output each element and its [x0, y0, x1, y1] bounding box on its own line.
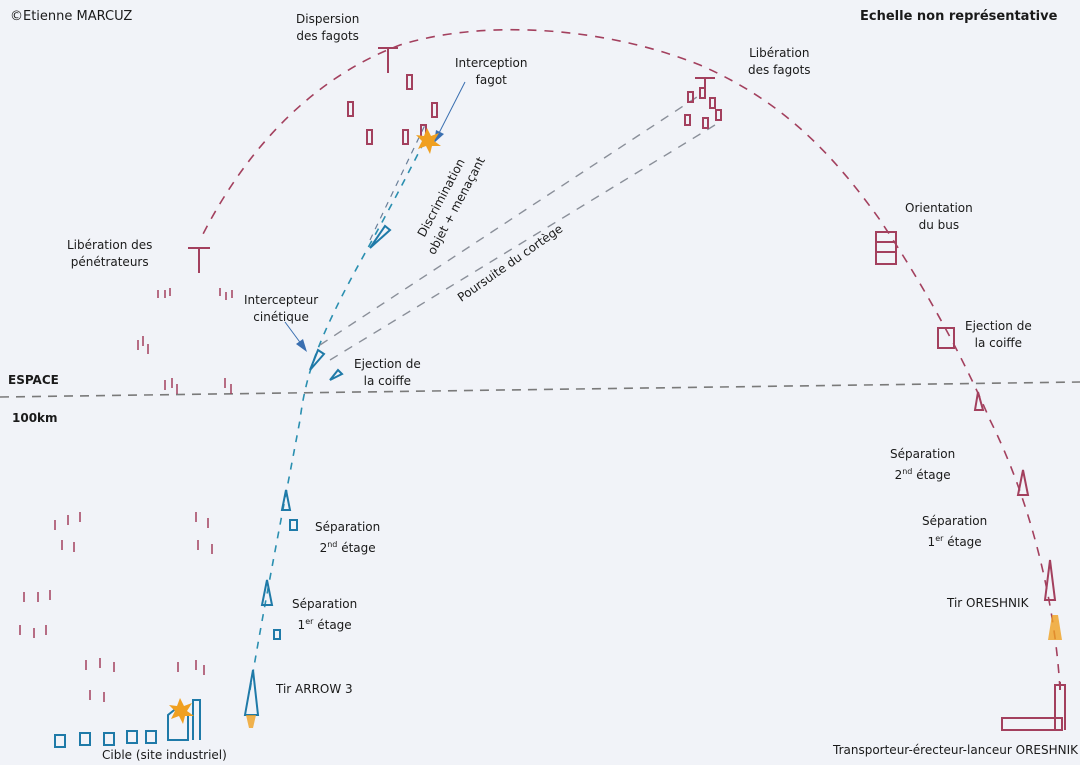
text: 1 — [297, 618, 306, 632]
scale-note: Echelle non représentative — [860, 9, 1058, 24]
text: étage — [317, 618, 352, 632]
text: cinétique — [253, 310, 309, 324]
tracking-line — [329, 124, 716, 361]
text: 2 — [319, 541, 328, 555]
text: er — [935, 534, 944, 543]
label-tir-arrow: Tir ARROW 3 — [276, 682, 353, 696]
space-boundary-line — [0, 381, 1080, 398]
copyright: ©Etienne MARCUZ — [10, 9, 133, 24]
altitude-label: 100km — [12, 411, 58, 425]
arrow3-trajectory — [249, 139, 426, 691]
interceptor-group — [54, 224, 392, 748]
tracking-line — [319, 94, 701, 346]
explosion-icon — [169, 128, 1062, 728]
text: er — [305, 617, 314, 626]
space-label: ESPACE — [8, 373, 59, 387]
text: nd — [327, 540, 338, 549]
text: la coiffe — [363, 374, 412, 388]
label-liberation-penetrateurs: Libération des pénétrateurs — [67, 237, 152, 271]
label-intercepteur: Intercepteur cinétique — [244, 292, 318, 326]
pointer-arrow — [437, 81, 466, 136]
text: Séparation — [315, 520, 381, 534]
text: étage — [947, 535, 982, 549]
text: Séparation — [292, 597, 358, 611]
label-ejection-blue: Ejection de la coiffe — [354, 356, 421, 390]
label-interception: Interception fagot — [455, 55, 528, 89]
text: Séparation — [890, 447, 956, 461]
warhead-group — [188, 47, 1066, 731]
oreshnik-trajectory — [199, 28, 1061, 691]
arrowhead-icon — [296, 339, 307, 352]
text: pénétrateurs — [70, 255, 149, 269]
text: Intercepteur — [244, 293, 319, 307]
text: Ejection de — [354, 357, 421, 371]
text: des fagots — [296, 29, 359, 43]
penetrator-group — [19, 288, 233, 702]
label-sep2-blue: Séparation 2nd étage — [315, 519, 380, 557]
label-sep1-red: Séparation 1er étage — [922, 513, 987, 551]
discrimination-line — [369, 124, 426, 241]
text: Libération — [749, 46, 810, 60]
text: Dispersion — [296, 12, 360, 26]
text: 1 — [927, 535, 936, 549]
label-orientation: Orientation du bus — [905, 200, 973, 234]
text: étage — [916, 468, 951, 482]
text: Ejection de — [965, 319, 1032, 333]
text: Orientation — [905, 201, 973, 215]
text: nd — [902, 467, 913, 476]
label-tel: Transporteur-érecteur-lanceur ORESHNIK — [833, 743, 1079, 757]
label-liberation-fagots: Libération des fagots — [748, 45, 811, 79]
text: des fagots — [748, 63, 811, 77]
label-ejection-red: Ejection de la coiffe — [965, 318, 1032, 352]
label-sep1-blue: Séparation 1er étage — [292, 596, 357, 634]
text: du bus — [918, 218, 960, 232]
text: Interception — [455, 56, 528, 70]
text: la coiffe — [974, 336, 1023, 350]
pointer-arrow — [284, 321, 303, 346]
text: 2 — [894, 468, 903, 482]
label-dispersion: Dispersion des fagots — [296, 11, 359, 45]
text: Libération des — [67, 238, 153, 252]
text: Séparation — [922, 514, 988, 528]
label-cible: Cible (site industriel) — [102, 748, 227, 762]
text: étage — [341, 541, 376, 555]
label-tir-oreshnik: Tir ORESHNIK — [947, 596, 1029, 610]
text: fagot — [475, 73, 507, 87]
arrowhead-icon — [434, 130, 444, 143]
label-sep2-red: Séparation 2nd étage — [890, 446, 955, 484]
